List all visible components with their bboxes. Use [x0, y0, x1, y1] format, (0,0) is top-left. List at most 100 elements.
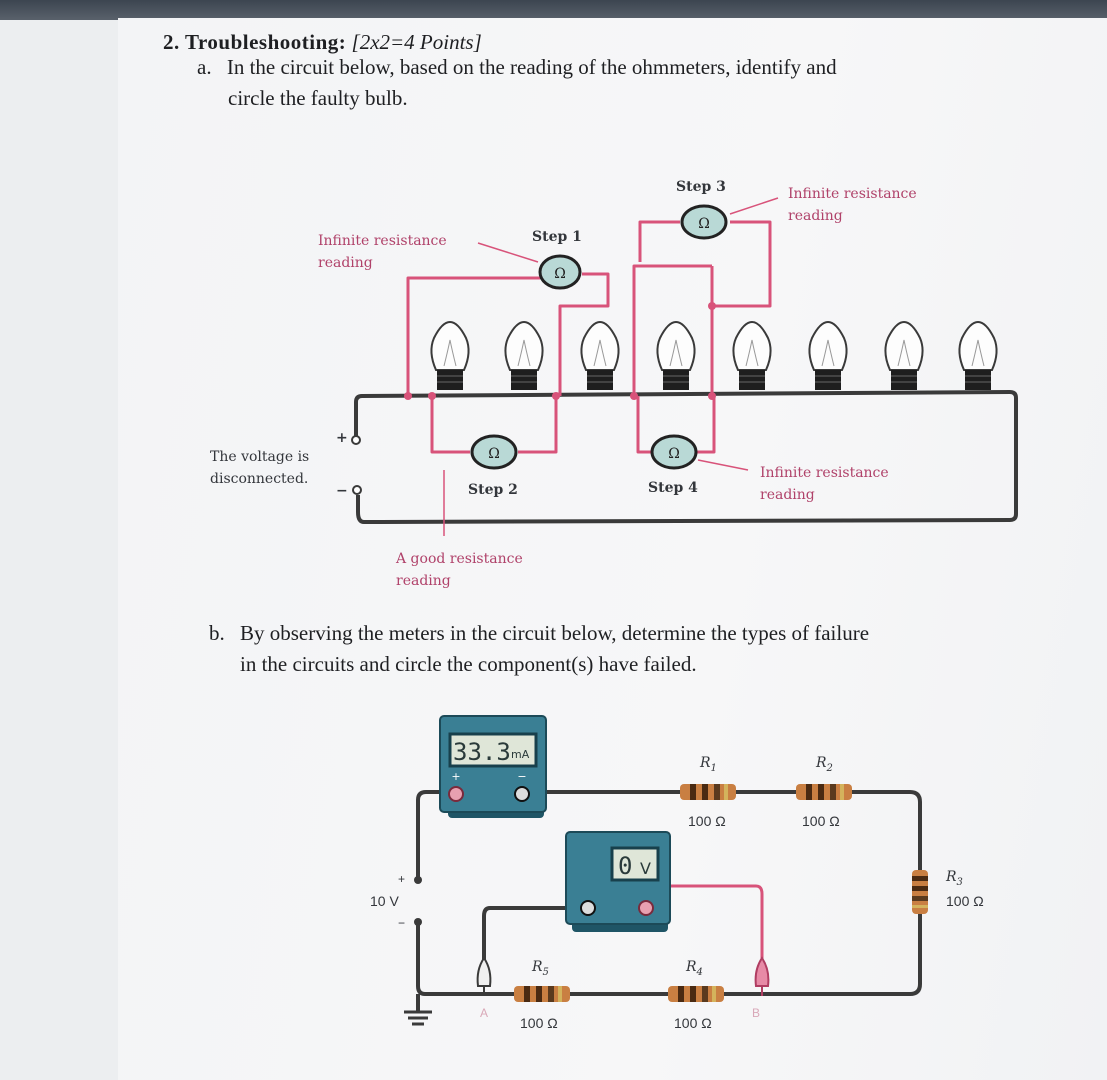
- r3-sub: 3: [956, 876, 963, 888]
- ammeter-black-jack: [514, 786, 530, 802]
- ammeter-reading: 33.3: [453, 738, 511, 766]
- question-number: 2.: [163, 30, 180, 54]
- r3-label: R3: [946, 866, 963, 894]
- step3-callout-line2: reading: [788, 208, 843, 224]
- bulb-5: [732, 320, 772, 390]
- step4-callout-line2: reading: [760, 487, 815, 503]
- ohmmeter-step4-symbol: Ω: [668, 446, 680, 462]
- ohmmeter-step1-symbol: Ω: [554, 266, 566, 282]
- r4-sub: 4: [696, 966, 703, 978]
- ohmmeter-step1: Ω: [538, 254, 582, 290]
- svg-text:−: −: [517, 770, 526, 783]
- probe-a: [476, 956, 492, 996]
- svg-text:+: +: [451, 770, 460, 783]
- r2-label: R2: [816, 752, 833, 780]
- r1-label: R1: [700, 752, 717, 780]
- bulb-8: [958, 320, 998, 390]
- ohmmeter-step4: Ω: [650, 434, 698, 470]
- resistor-r3: [912, 870, 928, 914]
- question-title: Troubleshooting:: [185, 30, 347, 54]
- bulb-row: [430, 320, 998, 390]
- voltage-note: The voltage is disconnected.: [210, 446, 309, 490]
- minus-sign: −: [336, 483, 348, 499]
- ammeter: + − 33.3 mA: [439, 715, 547, 818]
- bulb-3: [580, 320, 620, 390]
- probe-b: [754, 956, 770, 996]
- node-b-label: B: [752, 1006, 761, 1020]
- resistor-circuit-wires: [416, 790, 922, 1012]
- resistor-r5: [514, 986, 570, 1002]
- r5-sub: 5: [542, 966, 549, 978]
- ohmmeter-step2-symbol: Ω: [488, 446, 500, 462]
- part-b-line2: in the circuits and circle the component…: [240, 652, 697, 676]
- ohmmeter-probe-wires: [406, 197, 779, 536]
- r2-value: 100 Ω: [802, 813, 840, 829]
- step4-callout-line1: Infinite resistance: [760, 465, 889, 481]
- source-voltage-label: 10 V: [370, 893, 399, 909]
- step1-label: Step 1: [532, 229, 582, 245]
- part-a-letter: a.: [197, 55, 212, 79]
- minus-terminal: [352, 485, 362, 495]
- resistor-r1: [680, 784, 736, 800]
- ohmmeter-step3-symbol: Ω: [698, 216, 710, 232]
- step3-callout-line1: Infinite resistance: [788, 186, 917, 202]
- part-a-line1: In the circuit below, based on the readi…: [226, 55, 837, 79]
- step1-callout-line2: reading: [318, 255, 373, 271]
- ammeter-unit: mA: [511, 748, 530, 761]
- step4-label: Step 4: [648, 480, 698, 496]
- voltage-note-line1: The voltage is: [210, 449, 310, 465]
- source-minus-sign: −: [398, 916, 406, 930]
- part-a-line2: circle the faulty bulb.: [228, 86, 408, 110]
- source-plus-terminal: [414, 876, 422, 884]
- step2-label: Step 2: [468, 482, 518, 498]
- voltmeter: 0 V: [565, 831, 671, 932]
- step2-callout: A good resistance reading: [396, 548, 523, 592]
- voltmeter-reading: 0: [618, 852, 632, 880]
- bulb-7: [884, 320, 924, 390]
- r5-label: R5: [532, 956, 549, 984]
- step1-callout-line1: Infinite resistance: [318, 233, 447, 249]
- r3-name: R: [946, 869, 957, 885]
- voltmeter-red-lead: [644, 884, 764, 964]
- step3-label: Step 3: [676, 179, 726, 195]
- ohmmeter-step2: Ω: [470, 434, 518, 470]
- ammeter-red-jack: [448, 786, 464, 802]
- r1-name: R: [700, 755, 711, 771]
- r1-sub: 1: [710, 762, 717, 774]
- bulb-6: [808, 320, 848, 390]
- plus-terminal: [351, 435, 361, 445]
- node-a-label: A: [480, 1006, 489, 1020]
- bulb-2: [504, 320, 544, 390]
- plus-sign: +: [336, 430, 348, 446]
- source-minus-terminal: [414, 918, 422, 926]
- step2-callout-line2: reading: [396, 573, 451, 589]
- r3-value: 100 Ω: [946, 893, 984, 909]
- voltmeter-red-jack: [638, 900, 654, 916]
- voltage-note-line2: disconnected.: [210, 471, 309, 487]
- resistor-r4: [668, 986, 724, 1002]
- r4-name: R: [686, 959, 697, 975]
- source-plus-sign: +: [398, 872, 406, 886]
- probe-junction-dots: [404, 302, 716, 400]
- resistor-r2: [796, 784, 852, 800]
- bulb-1: [430, 320, 470, 390]
- step4-callout: Infinite resistance reading: [760, 462, 889, 506]
- step2-callout-line1: A good resistance: [396, 551, 523, 567]
- bulb-4: [656, 320, 696, 390]
- r5-value: 100 Ω: [520, 1015, 558, 1031]
- r4-label: R4: [686, 956, 703, 984]
- part-b-prompt: b. By observing the meters in the circui…: [209, 618, 869, 680]
- voltmeter-unit: V: [640, 859, 651, 878]
- part-a-prompt: a. In the circuit below, based on the re…: [197, 52, 837, 114]
- ohmmeter-step3: Ω: [680, 204, 728, 240]
- question-points: [2x2=4 Points]: [351, 30, 482, 54]
- main-circuit-wires: [354, 390, 1018, 524]
- r1-value: 100 Ω: [688, 813, 726, 829]
- step1-callout: Infinite resistance reading: [318, 230, 447, 274]
- r5-name: R: [532, 959, 543, 975]
- part-b-letter: b.: [209, 621, 225, 645]
- step3-callout: Infinite resistance reading: [788, 183, 917, 227]
- screen-top-bar: [0, 0, 1107, 20]
- r2-sub: 2: [826, 762, 833, 774]
